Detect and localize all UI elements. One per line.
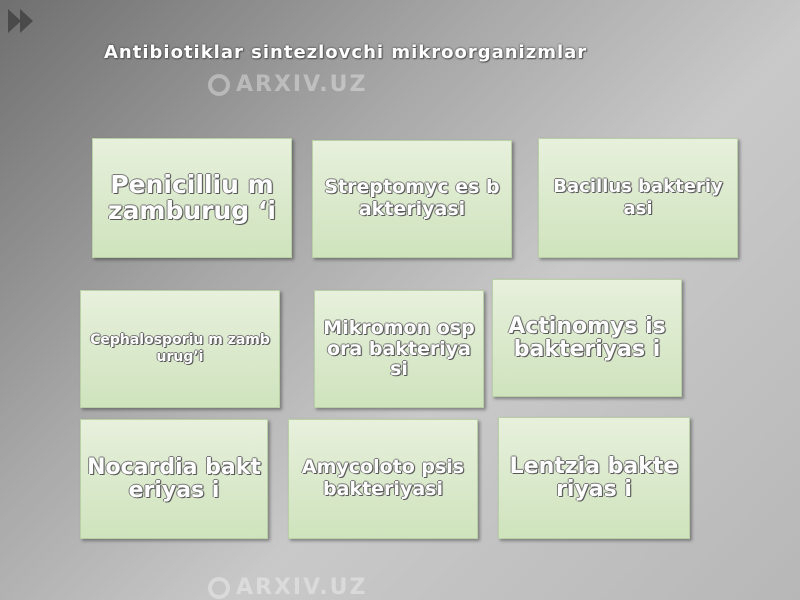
watermark-logo: ARXIV.UZ	[208, 72, 367, 97]
watermark-ring-icon	[208, 73, 230, 96]
box-label: Streptomyc es bakteriyasi	[324, 176, 500, 220]
box-label: Lentzia bakteriyas i	[509, 453, 679, 502]
box-label: Bacillus bakteriyasi	[553, 176, 723, 219]
box-nocardia: Nocardia bakteriyas i	[80, 419, 268, 539]
box-label: Nocardia bakteriyas i	[87, 454, 261, 503]
box-label: Mikromon ospora bakteriya si	[323, 316, 475, 381]
box-penicillium: Penicilliu m zamburug ‘i	[92, 138, 292, 258]
slide-title: Antibiotiklar sintezlovchi mikroorganizm…	[104, 42, 588, 63]
box-label: Cephalosporiu m zamburug’i	[90, 331, 270, 366]
bullet-chevrons-icon	[8, 6, 44, 36]
box-label: Penicilliu m zamburug ‘i	[108, 169, 276, 225]
box-mikromonospora: Mikromon ospora bakteriya si	[314, 290, 484, 408]
box-lentzia: Lentzia bakteriyas i	[498, 417, 690, 539]
box-label: Actinomys is bakteriyas i	[508, 313, 666, 362]
watermark-text: ARXIV.UZ	[236, 575, 368, 600]
box-amycolotopsis: Amycoloto psis bakteriyasi	[288, 419, 478, 539]
watermark-ring-icon	[208, 576, 230, 599]
box-bacillus: Bacillus bakteriyasi	[538, 138, 738, 258]
watermark-text: ARXIV.UZ	[236, 72, 368, 97]
box-actinomyces: Actinomys is bakteriyas i	[492, 279, 682, 397]
box-label: Amycoloto psis bakteriyasi	[301, 456, 465, 500]
box-streptomyces: Streptomyc es bakteriyasi	[312, 140, 512, 258]
watermark-logo: ARXIV.UZ	[208, 575, 367, 600]
box-cephalosporium: Cephalosporiu m zamburug’i	[80, 290, 280, 408]
